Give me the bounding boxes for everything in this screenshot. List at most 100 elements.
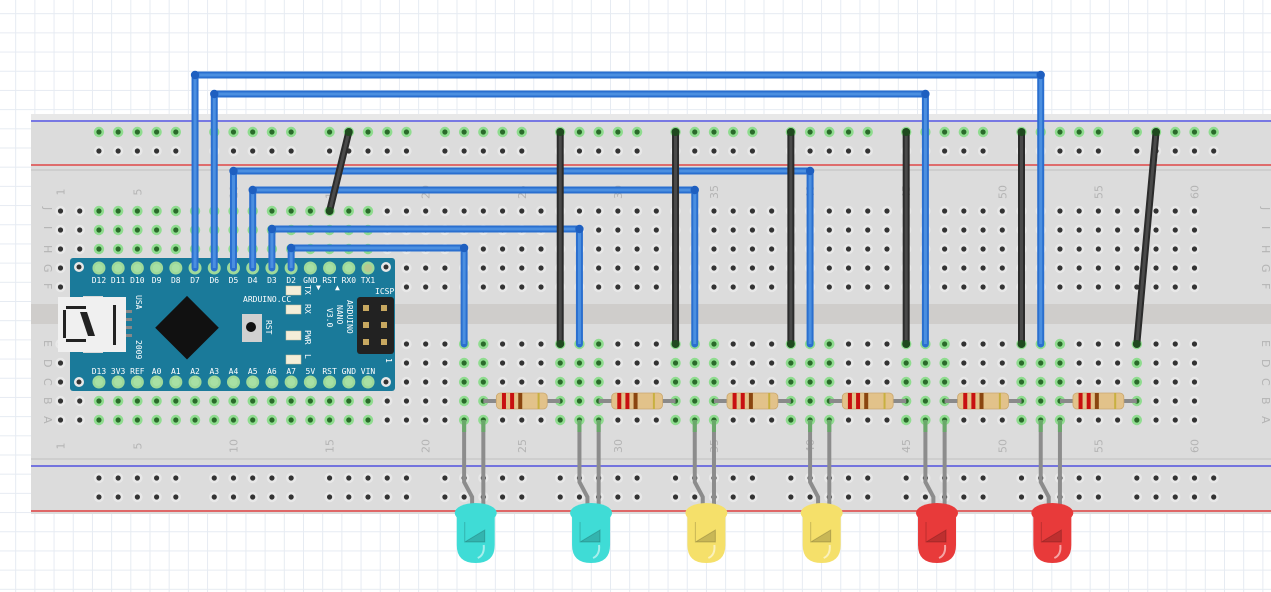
- breadboard-hole[interactable]: [403, 208, 410, 214]
- breadboard-hole[interactable]: [826, 284, 832, 290]
- breadboard-hole[interactable]: [826, 129, 832, 135]
- breadboard-hole[interactable]: [538, 284, 544, 290]
- breadboard-hole[interactable]: [845, 360, 852, 366]
- breadboard-hole[interactable]: [1076, 227, 1082, 233]
- breadboard-hole[interactable]: [788, 417, 794, 423]
- breadboard-hole[interactable]: [1057, 227, 1063, 233]
- breadboard-hole[interactable]: [1191, 417, 1198, 423]
- signal-wire-d4[interactable]: [248, 185, 699, 348]
- breadboard-hole[interactable]: [615, 360, 621, 366]
- breadboard-hole[interactable]: [77, 398, 83, 404]
- breadboard-hole[interactable]: [134, 417, 140, 423]
- breadboard-hole[interactable]: [250, 398, 256, 404]
- breadboard-hole[interactable]: [423, 360, 429, 366]
- breadboard-hole[interactable]: [250, 475, 256, 481]
- breadboard-hole[interactable]: [154, 475, 160, 481]
- breadboard-hole[interactable]: [250, 494, 256, 500]
- breadboard-hole[interactable]: [77, 208, 83, 214]
- breadboard-hole[interactable]: [269, 417, 275, 423]
- breadboard-hole[interactable]: [576, 398, 583, 404]
- breadboard-hole[interactable]: [980, 246, 986, 252]
- breadboard-hole[interactable]: [672, 417, 679, 423]
- breadboard-hole[interactable]: [576, 494, 583, 500]
- breadboard-hole[interactable]: [1153, 341, 1159, 347]
- breadboard-hole[interactable]: [1095, 148, 1101, 154]
- breadboard-hole[interactable]: [730, 227, 736, 233]
- breadboard-hole[interactable]: [749, 417, 756, 423]
- breadboard-hole[interactable]: [461, 208, 467, 214]
- breadboard-hole[interactable]: [730, 379, 736, 385]
- breadboard-hole[interactable]: [615, 148, 621, 154]
- breadboard-hole[interactable]: [384, 129, 390, 135]
- breadboard-hole[interactable]: [423, 284, 429, 290]
- breadboard-hole[interactable]: [461, 129, 467, 135]
- breadboard-hole[interactable]: [288, 417, 294, 423]
- breadboard-hole[interactable]: [1191, 475, 1198, 481]
- breadboard-hole[interactable]: [1191, 360, 1198, 366]
- breadboard-hole[interactable]: [519, 148, 525, 154]
- breadboard-hole[interactable]: [730, 475, 736, 481]
- breadboard-hole[interactable]: [1095, 208, 1101, 214]
- led-yellow[interactable]: [800, 420, 843, 563]
- breadboard-hole[interactable]: [1134, 265, 1140, 271]
- breadboard-hole[interactable]: [134, 494, 140, 500]
- breadboard-hole[interactable]: [57, 284, 64, 290]
- breadboard-hole[interactable]: [942, 208, 948, 214]
- led-cyan[interactable]: [570, 420, 613, 563]
- breadboard-hole[interactable]: [999, 265, 1005, 271]
- breadboard-hole[interactable]: [230, 129, 237, 135]
- breadboard-hole[interactable]: [154, 227, 160, 233]
- breadboard-hole[interactable]: [211, 494, 217, 500]
- breadboard-hole[interactable]: [922, 360, 929, 366]
- breadboard-hole[interactable]: [365, 398, 371, 404]
- breadboard-hole[interactable]: [730, 341, 736, 347]
- breadboard-hole[interactable]: [57, 417, 64, 423]
- breadboard-hole[interactable]: [1134, 208, 1140, 214]
- breadboard-hole[interactable]: [307, 398, 313, 404]
- breadboard-hole[interactable]: [1191, 265, 1198, 271]
- breadboard-hole[interactable]: [711, 246, 717, 252]
- breadboard-hole[interactable]: [1018, 475, 1025, 481]
- breadboard-hole[interactable]: [115, 475, 121, 481]
- breadboard-hole[interactable]: [423, 341, 429, 347]
- breadboard-hole[interactable]: [538, 246, 544, 252]
- breadboard-hole[interactable]: [903, 379, 909, 385]
- breadboard-hole[interactable]: [1057, 379, 1063, 385]
- breadboard-hole[interactable]: [711, 284, 717, 290]
- breadboard-hole[interactable]: [346, 208, 352, 214]
- breadboard-hole[interactable]: [499, 284, 506, 290]
- breadboard-hole[interactable]: [154, 494, 160, 500]
- breadboard-hole[interactable]: [307, 417, 313, 423]
- breadboard-hole[interactable]: [672, 475, 679, 481]
- breadboard-hole[interactable]: [173, 227, 179, 233]
- breadboard-hole[interactable]: [615, 129, 621, 135]
- breadboard-hole[interactable]: [480, 265, 486, 271]
- breadboard-hole[interactable]: [961, 360, 967, 366]
- breadboard-hole[interactable]: [134, 208, 140, 214]
- breadboard-hole[interactable]: [749, 227, 756, 233]
- breadboard-hole[interactable]: [961, 246, 967, 252]
- breadboard-hole[interactable]: [365, 148, 371, 154]
- breadboard-hole[interactable]: [999, 379, 1005, 385]
- breadboard-hole[interactable]: [653, 341, 659, 347]
- breadboard-hole[interactable]: [442, 129, 448, 135]
- breadboard-hole[interactable]: [980, 417, 986, 423]
- breadboard-hole[interactable]: [653, 417, 659, 423]
- breadboard-hole[interactable]: [365, 129, 371, 135]
- breadboard-hole[interactable]: [865, 148, 871, 154]
- breadboard-hole[interactable]: [999, 208, 1005, 214]
- resistor[interactable]: [1059, 392, 1137, 410]
- breadboard-hole[interactable]: [1191, 246, 1198, 252]
- breadboard-hole[interactable]: [1172, 284, 1178, 290]
- breadboard-hole[interactable]: [269, 148, 275, 154]
- breadboard-hole[interactable]: [1172, 475, 1178, 481]
- breadboard-hole[interactable]: [115, 148, 121, 154]
- breadboard-hole[interactable]: [173, 208, 179, 214]
- breadboard-hole[interactable]: [77, 246, 83, 252]
- breadboard-hole[interactable]: [1134, 129, 1140, 135]
- breadboard-hole[interactable]: [134, 475, 140, 481]
- breadboard-hole[interactable]: [634, 341, 640, 347]
- breadboard-hole[interactable]: [711, 379, 717, 385]
- breadboard-hole[interactable]: [634, 284, 640, 290]
- breadboard-hole[interactable]: [807, 148, 813, 154]
